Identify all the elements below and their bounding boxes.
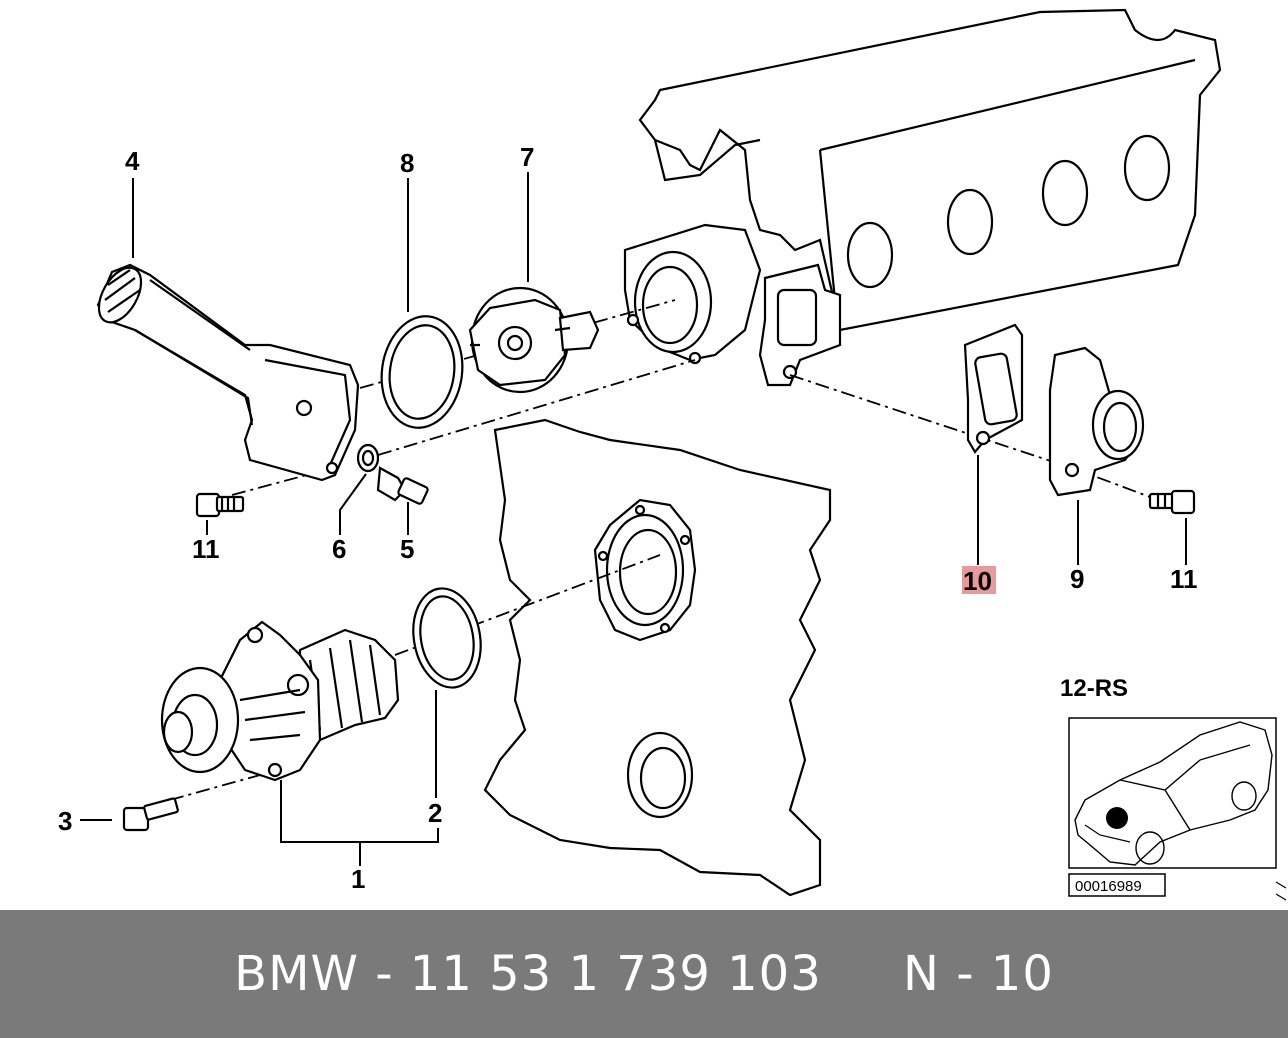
location-dot xyxy=(1106,807,1128,829)
parts-diagram: 4 8 7 11 6 5 10 9 11 2 3 1 12-RS 0001698… xyxy=(58,8,1277,897)
corner-decoration xyxy=(1275,881,1287,901)
gasket-10 xyxy=(963,323,1024,454)
callout-7: 7 xyxy=(520,142,534,172)
callouts: 4 8 7 11 6 5 10 9 11 2 3 1 xyxy=(58,142,1198,894)
callout-4: 4 xyxy=(125,146,140,176)
locator-inset: 12-RS 00016989 xyxy=(1060,675,1277,897)
water-pump xyxy=(160,620,400,782)
o-ring-pump xyxy=(412,587,482,689)
callout-6: 6 xyxy=(332,534,346,564)
seal-ring-small xyxy=(356,443,380,473)
footer-bar: BMW - 11 53 1 739 103 N - 10 xyxy=(0,910,1288,1038)
o-ring-large xyxy=(380,315,464,429)
part-number-caption: BMW - 11 53 1 739 103 N - 10 xyxy=(234,946,1054,1002)
timing-cover xyxy=(483,418,832,897)
car-icon xyxy=(1074,721,1273,866)
thermostat xyxy=(468,286,600,394)
bolt-3 xyxy=(122,797,179,832)
leader-lines xyxy=(80,172,1187,866)
callout-11-right: 11 xyxy=(1170,564,1198,594)
callout-3: 3 xyxy=(58,806,72,836)
callout-10: 10 xyxy=(963,566,992,596)
bolt-11-left xyxy=(195,492,245,518)
callout-10-highlight xyxy=(962,566,996,594)
pipe-connector xyxy=(96,263,360,482)
callout-1: 1 xyxy=(351,864,365,894)
callout-2: 2 xyxy=(428,798,442,828)
callout-5: 5 xyxy=(400,534,414,564)
group-label: 12-RS xyxy=(1060,675,1128,702)
inset-code-box xyxy=(1068,873,1166,897)
callout-11-left: 11 xyxy=(192,534,220,564)
inset-frame xyxy=(1068,717,1277,869)
bolt-5 xyxy=(376,466,429,505)
cylinder-head xyxy=(623,8,1222,387)
bolt-11-right xyxy=(1148,489,1196,515)
callout-8: 8 xyxy=(400,148,414,178)
inset-code: 00016989 xyxy=(1075,878,1142,895)
callout-9: 9 xyxy=(1070,564,1084,594)
outlet-flange-9 xyxy=(1048,346,1145,497)
